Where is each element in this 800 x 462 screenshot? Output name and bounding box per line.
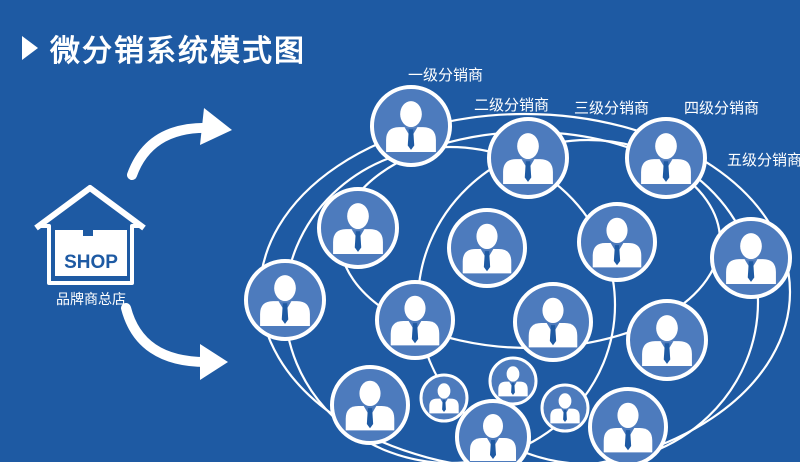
distributor-node xyxy=(488,356,538,406)
shop-house-icon: SHOP xyxy=(34,185,146,285)
distributor-node xyxy=(419,373,469,423)
distributor-nodes xyxy=(244,85,792,462)
level-label-2: 二级分销商 xyxy=(474,96,550,114)
triangle-play-icon xyxy=(22,36,38,60)
distributor-node xyxy=(577,202,657,282)
level-label-4: 四级分销商 xyxy=(684,99,760,117)
title-text: 微分销系统模式图 xyxy=(50,34,306,69)
distributor-node xyxy=(330,365,410,445)
distributor-node xyxy=(317,187,399,269)
distributor-node xyxy=(710,217,792,299)
distributor-node xyxy=(588,387,668,462)
distributor-node xyxy=(540,383,590,433)
distributor-node xyxy=(455,399,531,462)
distributor-node xyxy=(513,282,593,362)
diagram-title: 微分销系统模式图 xyxy=(22,26,306,70)
shop-caption: 品牌商总店 xyxy=(56,292,126,308)
arrow-to-network-bottom xyxy=(121,303,228,380)
level-label-5: 五级分销商 xyxy=(727,151,800,169)
distributor-node xyxy=(626,299,708,381)
distributor-node xyxy=(447,208,527,288)
level-label-1: 一级分销商 xyxy=(408,66,484,84)
distributor-node xyxy=(375,280,455,360)
distributor-node xyxy=(370,85,452,167)
shop-sign-label: SHOP xyxy=(64,252,118,273)
arrow-to-network-top xyxy=(127,108,232,180)
distributor-node xyxy=(487,117,569,199)
distributor-node xyxy=(244,259,326,341)
level-label-3: 三级分销商 xyxy=(574,99,650,117)
distributor-node xyxy=(625,117,707,199)
